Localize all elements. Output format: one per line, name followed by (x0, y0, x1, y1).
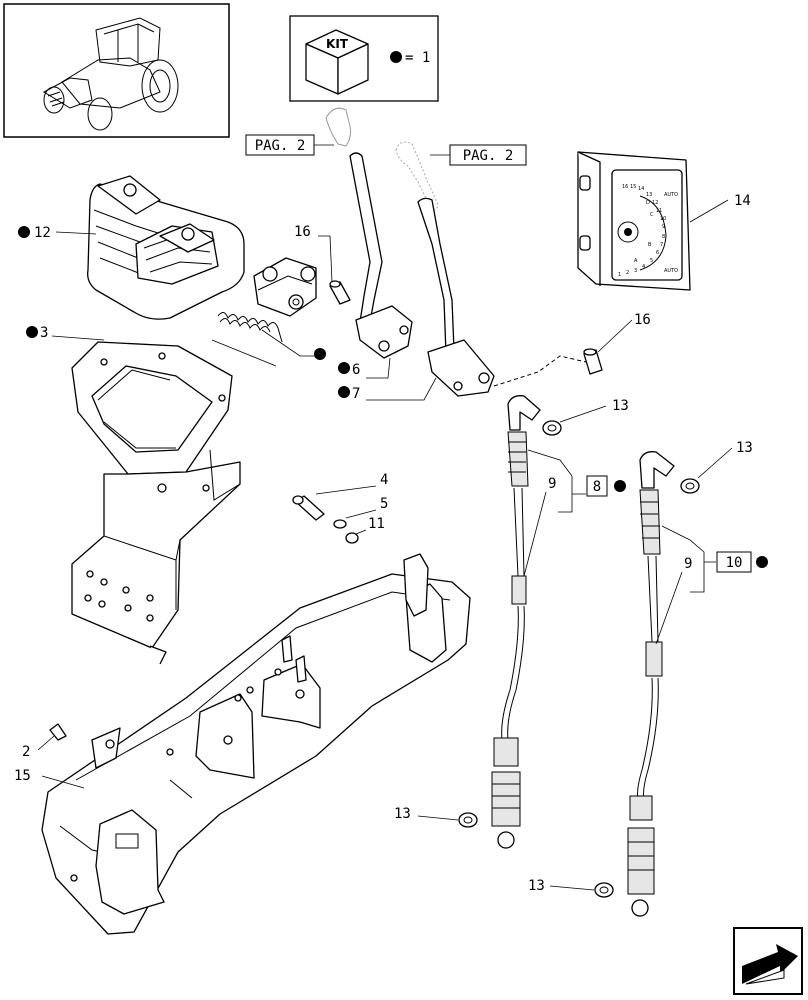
callout-16b[interactable]: 16 (634, 312, 651, 328)
callout-5[interactable]: 5 (380, 496, 388, 512)
screw-part (292, 495, 325, 521)
svg-text:15: 15 (630, 184, 636, 190)
spring-part (217, 312, 283, 343)
kit-bullet-icon (614, 480, 626, 492)
svg-text:4: 4 (642, 264, 645, 270)
svg-text:2: 2 (626, 270, 629, 276)
kit-bullet-icon (26, 326, 38, 338)
ghost-lever-left-icon (325, 107, 351, 147)
callout-4[interactable]: 4 (380, 472, 388, 488)
svg-text:13: 13 (646, 192, 652, 198)
callout-13c[interactable]: 13 (394, 806, 411, 822)
callout-9a[interactable]: 9 (548, 476, 556, 492)
svg-text:11: 11 (656, 208, 662, 214)
nut-part (333, 519, 347, 529)
gear-display-panel: 16 15 14 13 12 11 10 9 8 7 6 5 4 3 2 1 A… (577, 151, 691, 291)
washer-part (542, 420, 562, 436)
pivot-bracket-part (253, 257, 317, 317)
svg-text:AUTO: AUTO (664, 192, 678, 198)
page-ref-right-text: PAG. 2 (463, 148, 514, 164)
page-ref-left-text: PAG. 2 (255, 138, 306, 154)
callout-11[interactable]: 11 (368, 516, 385, 532)
kit-box-icon: KIT (305, 29, 369, 95)
bolt-part (49, 723, 67, 741)
callout-8[interactable]: 8 (593, 479, 601, 495)
callout-8-box[interactable] (586, 475, 608, 497)
rubber-boot-part (87, 175, 245, 320)
callout-12[interactable]: 12 (34, 225, 51, 241)
control-cable-10-part (627, 451, 675, 917)
tractor-icon (42, 17, 179, 131)
ghost-lever-right-icon (395, 141, 439, 211)
svg-text:14: 14 (638, 186, 644, 192)
kit-legend: KIT = 1 (289, 15, 439, 102)
washer-part (680, 478, 700, 494)
svg-text:16: 16 (622, 184, 628, 190)
kit-bullet-icon (338, 386, 350, 398)
kit-bullet-icon (314, 348, 326, 360)
base-plate-part (41, 553, 471, 935)
pin-part (583, 348, 603, 375)
callout-7[interactable]: 7 (352, 386, 360, 402)
callout-3[interactable]: 3 (40, 325, 48, 341)
mounting-frame-part (71, 341, 241, 665)
svg-text:B: B (648, 242, 652, 248)
page-ref-right[interactable]: PAG. 2 (430, 144, 527, 166)
callout-10-box[interactable] (716, 551, 752, 573)
callout-13a[interactable]: 13 (612, 398, 629, 414)
lever-7-part (417, 197, 495, 397)
svg-text:C: C (650, 212, 654, 218)
svg-text:6: 6 (656, 250, 659, 256)
svg-text:D: D (646, 200, 650, 206)
callout-10[interactable]: 10 (726, 555, 743, 571)
lever-6-part (349, 152, 413, 359)
washer-part (458, 812, 478, 828)
svg-text:8: 8 (662, 234, 665, 240)
page-ref-left[interactable]: PAG. 2 (245, 134, 334, 156)
washer-part (594, 882, 614, 898)
next-page-button[interactable] (733, 927, 803, 995)
control-cable-8-part (491, 395, 541, 849)
kit-bullet-icon (390, 51, 402, 63)
kit-legend-text: = 1 (405, 50, 430, 66)
pin-part (329, 280, 351, 305)
tractor-thumbnail (3, 3, 230, 138)
callout-16a[interactable]: 16 (294, 224, 311, 240)
svg-text:AUTO: AUTO (664, 268, 678, 274)
cap-nut-part (345, 532, 359, 544)
kit-bullet-icon (756, 556, 768, 568)
kit-label: KIT (326, 37, 349, 51)
svg-text:5: 5 (650, 258, 653, 264)
kit-bullet-icon (18, 226, 30, 238)
svg-text:7: 7 (660, 242, 663, 248)
callout-9b[interactable]: 9 (684, 556, 692, 572)
kit-bullet-icon (338, 362, 350, 374)
callout-6[interactable]: 6 (352, 362, 360, 378)
svg-text:9: 9 (662, 224, 665, 230)
svg-text:3: 3 (634, 268, 637, 274)
callout-13d[interactable]: 13 (528, 878, 545, 894)
svg-text:A: A (634, 258, 638, 264)
callout-15[interactable]: 15 (14, 768, 31, 784)
next-page-arrow-icon (742, 944, 798, 985)
callout-14[interactable]: 14 (734, 193, 751, 209)
callout-13b[interactable]: 13 (736, 440, 753, 456)
svg-text:12: 12 (652, 200, 658, 206)
svg-text:10: 10 (660, 216, 666, 222)
callout-2[interactable]: 2 (22, 744, 30, 760)
svg-text:1: 1 (618, 272, 621, 278)
